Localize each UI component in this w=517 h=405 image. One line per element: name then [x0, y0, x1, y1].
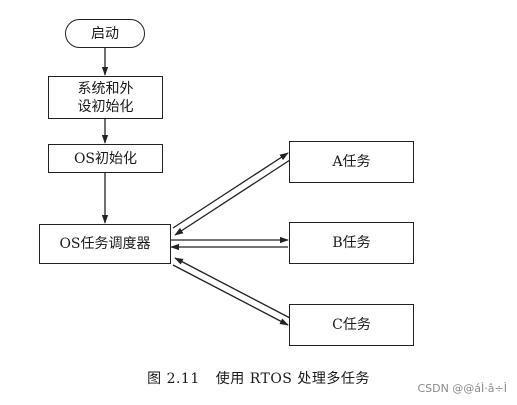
arrow-scheduler-to-task-a: [172, 152, 289, 229]
arrow-task-c-to-scheduler: [174, 257, 291, 319]
figure-caption: 图 2.11 使用 RTOS 处理多任务: [0, 368, 517, 388]
arrow-task-a-to-scheduler: [174, 159, 291, 236]
task-a-label: A任务: [332, 154, 371, 170]
os-init-box: OS初始化: [48, 144, 163, 173]
os-task-scheduler-box: OS任务调度器: [39, 224, 171, 264]
task-c-label: C任务: [332, 317, 371, 333]
task-a-box: A任务: [289, 141, 414, 183]
start-terminal: 启动: [65, 19, 145, 48]
task-b-label: B任务: [332, 235, 371, 251]
start-label: 启动: [91, 25, 119, 42]
task-c-box: C任务: [289, 304, 414, 346]
os-task-scheduler-label: OS任务调度器: [59, 236, 151, 252]
system-peripheral-init-label: 系统和外 设初始化: [77, 80, 134, 115]
system-peripheral-init-box: 系统和外 设初始化: [48, 76, 163, 119]
watermark-text: CSDN @@áÌ·â÷Ì: [417, 382, 507, 395]
figure-number: 图 2.11: [147, 371, 200, 387]
os-init-label: OS初始化: [73, 150, 138, 167]
task-b-box: B任务: [289, 222, 414, 264]
arrow-scheduler-to-task-c: [172, 264, 289, 326]
figure-caption-text: 使用 RTOS 处理多任务: [215, 371, 370, 387]
